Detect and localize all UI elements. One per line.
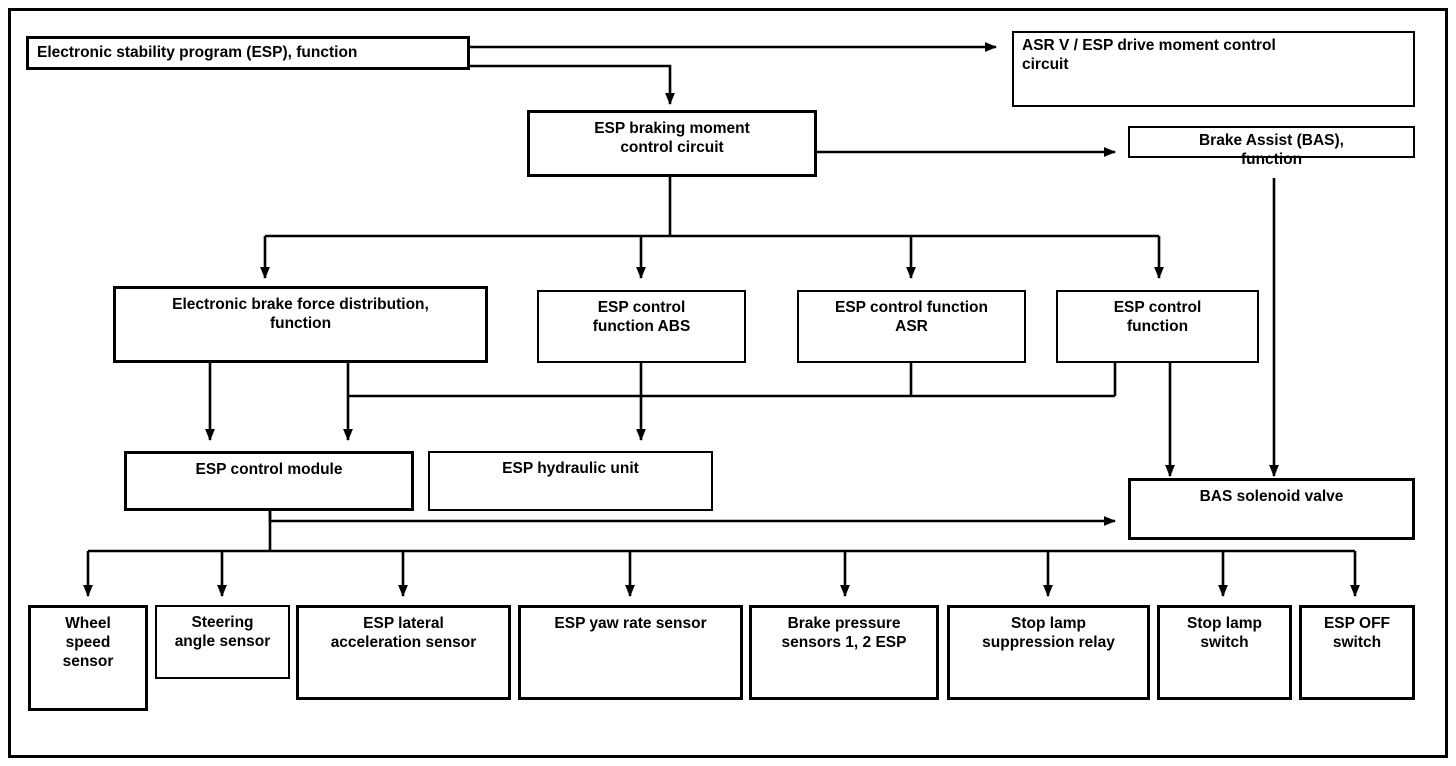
node-esp-hydraulic-unit[interactable]: ESP hydraulic unit xyxy=(428,451,713,511)
edge-control-module-to-bas-valve xyxy=(268,511,1116,526)
node-bas-solenoid-valve[interactable]: BAS solenoid valve xyxy=(1128,478,1415,540)
node-brake-assist-bas-function[interactable]: Brake Assist (BAS), function xyxy=(1128,126,1415,168)
node-brake-pressure-sensors[interactable]: Brake pressure sensors 1, 2 ESP xyxy=(749,605,939,700)
node-esp-control-module[interactable]: ESP control module xyxy=(124,451,414,511)
node-wheel-speed-sensor[interactable]: Wheel speed sensor xyxy=(28,605,148,711)
node-esp-off-switch[interactable]: ESP OFF switch xyxy=(1299,605,1415,700)
node-electronic-brake-force-distribution[interactable]: Electronic brake force distribution, fun… xyxy=(113,286,488,363)
node-esp-lateral-acceleration-sensor[interactable]: ESP lateral acceleration sensor xyxy=(296,605,511,700)
edge-esp-to-braking-moment xyxy=(470,64,675,105)
node-esp-yaw-rate-sensor[interactable]: ESP yaw rate sensor xyxy=(518,605,743,700)
node-esp-function[interactable]: Electronic stability program (ESP), func… xyxy=(26,36,470,70)
node-asr-drive-moment-control-circuit[interactable]: ASR V / ESP drive moment control circuit xyxy=(1012,31,1415,107)
diagram-outer-frame xyxy=(8,8,1448,758)
node-steering-angle-sensor[interactable]: Steering angle sensor xyxy=(155,605,290,679)
node-esp-control-function-asr[interactable]: ESP control function ASR xyxy=(797,290,1026,363)
node-esp-control-function-abs[interactable]: ESP control function ABS xyxy=(537,290,746,363)
node-esp-control-function[interactable]: ESP control function xyxy=(1056,290,1259,363)
node-stop-lamp-switch[interactable]: Stop lamp switch xyxy=(1157,605,1292,700)
node-esp-braking-moment-control-circuit[interactable]: ESP braking moment control circuit xyxy=(527,110,817,177)
node-stop-lamp-suppression-relay[interactable]: Stop lamp suppression relay xyxy=(947,605,1150,700)
